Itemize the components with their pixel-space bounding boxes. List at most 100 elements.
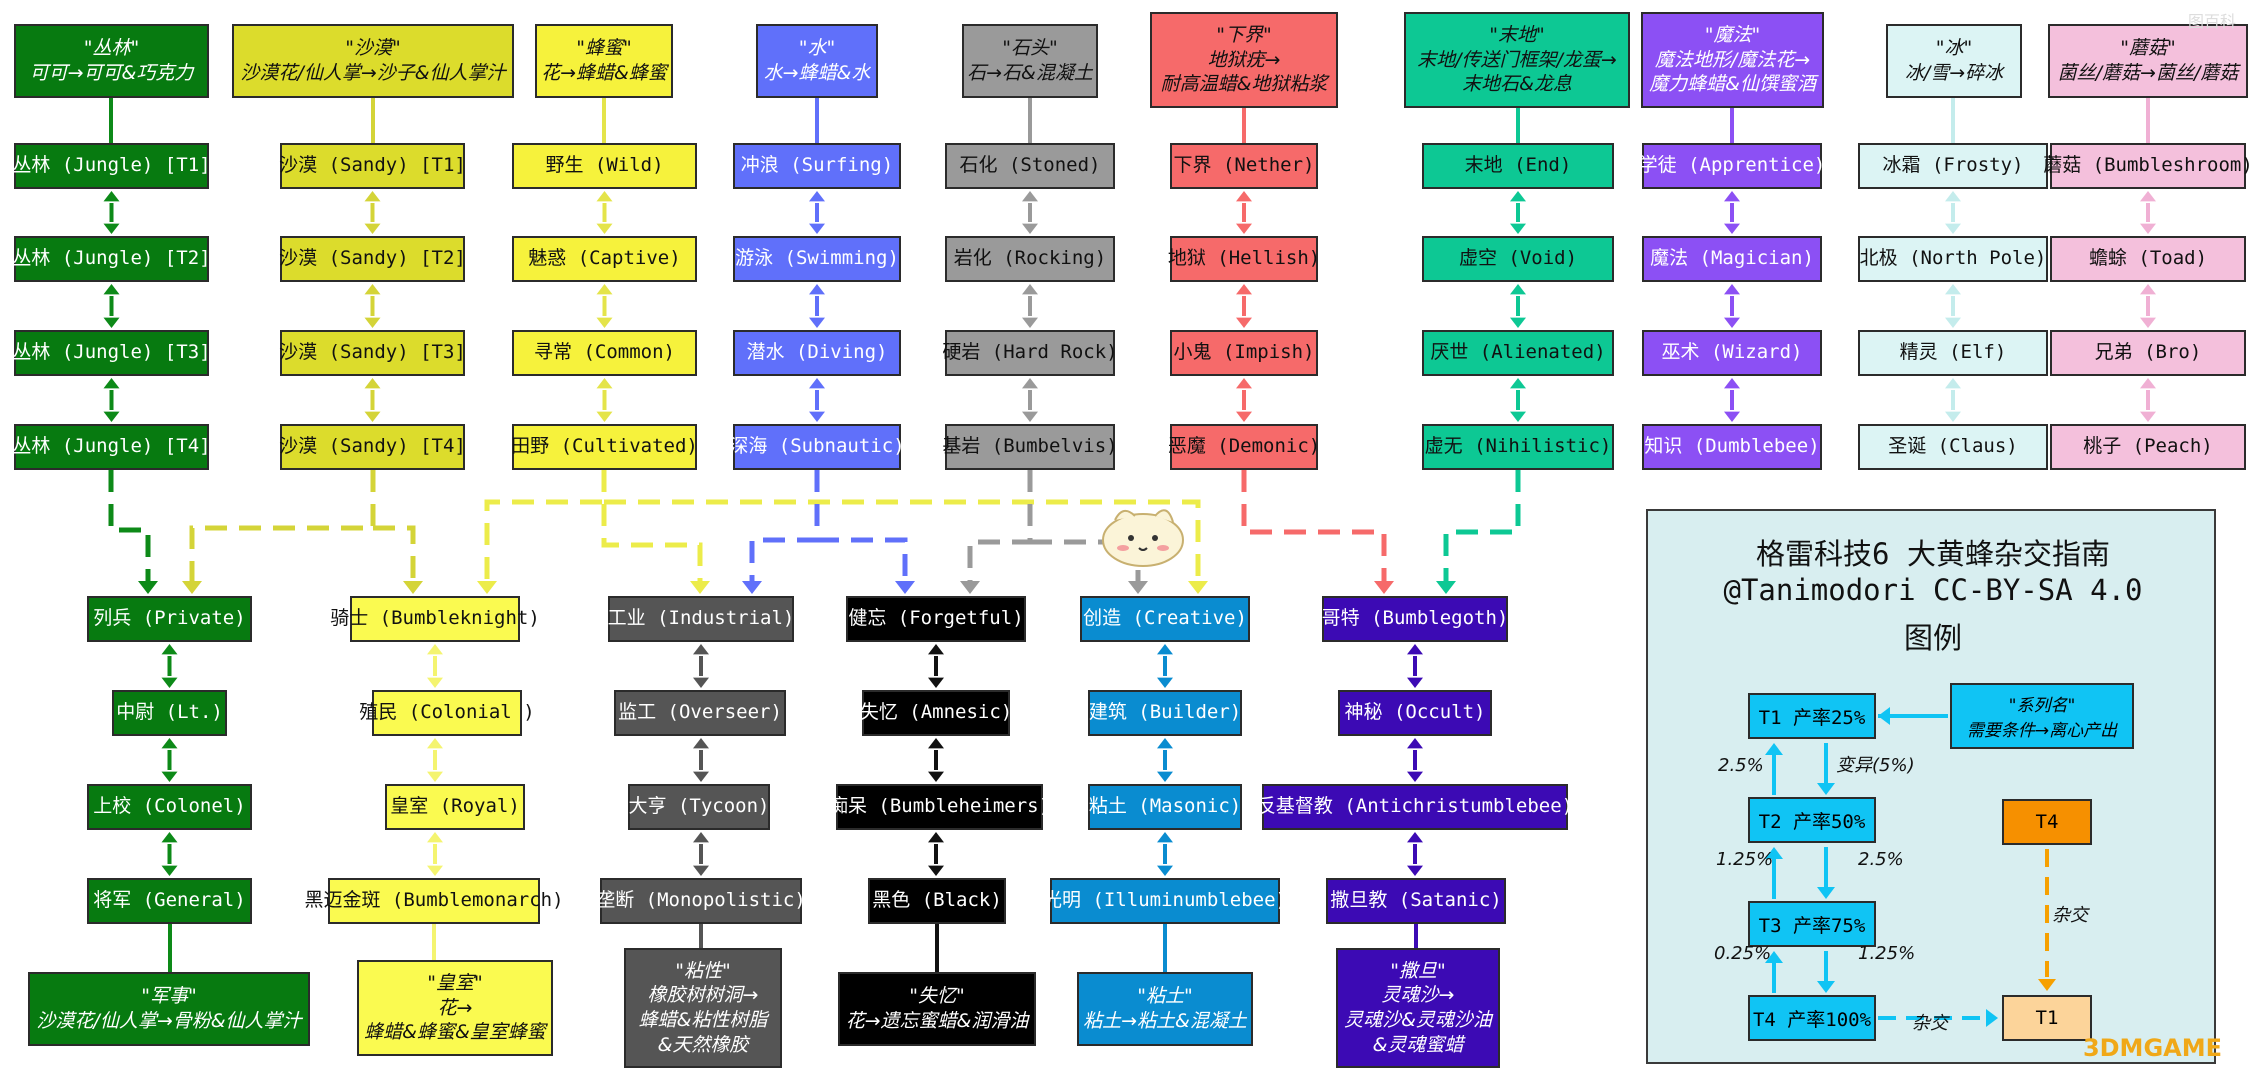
arrowhead: [1510, 317, 1526, 328]
header-f-royal: "皇室"花→蜂蜡&蜂蜜&皇室蜂蜜: [357, 960, 553, 1056]
arrowhead: [1724, 317, 1740, 328]
header-line: "下界": [1216, 23, 1272, 46]
arrowhead: [596, 223, 613, 234]
header-h-wild: "蜂蜜"花→蜂蜡&蜂蜜: [535, 24, 673, 98]
header-h-magic: "魔法"魔法地形/魔法花→魔力蜂蜡&仙馔蜜酒: [1641, 12, 1824, 108]
header-line: "粘土": [1137, 985, 1193, 1008]
header-line: 蜂蜡&蜂蜜&皇室蜂蜜: [364, 1021, 546, 1044]
arrowhead: [1724, 191, 1740, 202]
arrowhead: [809, 191, 825, 202]
node-masonic: 粘土 (Masonic): [1088, 784, 1242, 830]
header-line: 耐高温蜡&地狱粘浆: [1160, 73, 1328, 96]
cross-breed-line: [1443, 470, 1521, 587]
arrowhead: [2140, 223, 2156, 234]
arrowhead: [427, 677, 443, 688]
node-demonic: 恶魔 (Demonic): [1168, 424, 1320, 470]
arrowhead: [364, 317, 381, 328]
header-line: 蜂蜡&粘性树脂: [638, 1009, 768, 1031]
header-line: 魔力蜂蜡&仙馔蜜酒: [1649, 73, 1816, 96]
legend-example-t4: T4: [2002, 799, 2092, 845]
arrowhead: [960, 581, 980, 594]
legend-arrowhead: [1817, 887, 1835, 899]
node-colonial: 殖民 (Colonial ): [359, 690, 535, 736]
node-jungle-t2: 丛林 (Jungle) [T2]: [12, 236, 211, 282]
legend-label-up-2: 1.25%: [1716, 849, 1774, 870]
arrowhead: [364, 378, 381, 389]
cross-breed-line: [189, 470, 376, 587]
arrowhead: [161, 865, 178, 876]
arrowhead: [1157, 771, 1173, 782]
header-line: 粘土→粘土&混凝土: [1083, 1010, 1247, 1032]
node-jungle-t1: 丛林 (Jungle) [T1]: [12, 143, 211, 189]
header-line: 石→石&混凝土: [967, 62, 1093, 84]
node-subnautic: 深海 (Subnautic): [729, 424, 905, 470]
node-bro: 兄弟 (Bro): [2050, 330, 2246, 376]
arrowhead: [690, 581, 710, 594]
legend-arrowhead: [1765, 951, 1783, 963]
node-sandy-t1: 沙漠 (Sandy) [T1]: [279, 143, 466, 189]
3dmgame-watermark: 3DMGAME: [2082, 1034, 2222, 1062]
header-h-end: "末地"末地/传送门框架/龙蛋→末地石&龙息: [1404, 12, 1630, 108]
arrowhead: [809, 317, 825, 328]
legend-label-down-3: 1.25%: [1858, 943, 1916, 964]
node-claus: 圣诞 (Claus): [1858, 424, 2048, 470]
arrowhead: [427, 644, 443, 655]
node-northpole: 北极 (North Pole): [1858, 236, 2048, 282]
arrowhead: [693, 865, 709, 876]
node-stoned: 石化 (Stoned): [945, 143, 1115, 189]
header-line: 花→遗忘蜜蜡&润滑油: [845, 1010, 1029, 1032]
arrowhead: [2140, 378, 2156, 389]
arrowhead: [596, 284, 613, 295]
node-industrial: 工业 (Industrial): [608, 596, 794, 642]
legend-tier-1: T1 产率25%: [1748, 693, 1876, 739]
arrowhead: [427, 738, 443, 749]
node-occult: 神秘 (Occult): [1338, 690, 1492, 736]
arrowhead: [809, 378, 825, 389]
legend-title-line-1: 格雷科技6 大黄蜂杂交指南: [1756, 537, 2110, 571]
legend-tier-4: T4 产率100%: [1748, 995, 1876, 1041]
header-line: "粘性": [675, 959, 731, 982]
node-end: 末地 (End): [1422, 143, 1614, 189]
arrowhead: [928, 677, 944, 688]
arrowhead: [1724, 284, 1740, 295]
node-sandy-t4: 沙漠 (Sandy) [T4]: [279, 424, 466, 470]
node-jungle-t4: 丛林 (Jungle) [T4]: [12, 424, 211, 470]
arrowhead: [1407, 644, 1423, 655]
header-line: &天然橡胶: [657, 1033, 749, 1056]
arrowhead: [161, 677, 178, 688]
node-illuminumblebee: 光明 (Illuminumblebee): [1043, 878, 1287, 924]
arrowhead: [1945, 223, 1961, 234]
arrowhead: [596, 411, 613, 422]
arrowhead: [693, 677, 709, 688]
node-frosty: 冰霜 (Frosty): [1858, 143, 2048, 189]
legend-label-down-2: 2.5%: [1858, 849, 1904, 870]
header-line: "沙漠": [345, 37, 401, 60]
arrowhead: [2140, 284, 2156, 295]
arrowhead: [809, 284, 825, 295]
legend-arrows: [1765, 707, 2056, 1027]
legend-series-line: "系列名": [2008, 696, 2076, 716]
header-line: "冰": [1935, 37, 1973, 60]
node-black: 黑色 (Black): [868, 878, 1006, 924]
arrowhead: [693, 832, 709, 843]
arrowhead: [1407, 677, 1423, 688]
arrowhead: [928, 738, 944, 749]
node-wizard: 巫术 (Wizard): [1642, 330, 1822, 376]
header-line: "蜂蜜": [576, 37, 632, 60]
header-line: "水": [798, 37, 836, 60]
header-f-forgetful: "失忆"花→遗忘蜜蜡&润滑油: [838, 972, 1036, 1046]
arrowhead: [1022, 191, 1038, 202]
header-h-shroom: "蘑菇"菌丝/蘑菇→菌丝/蘑菇: [2048, 24, 2248, 98]
arrowhead: [693, 738, 709, 749]
node-royal: 皇室 (Royal): [385, 784, 525, 830]
node-private: 列兵 (Private): [87, 596, 252, 642]
arrowhead: [1407, 771, 1423, 782]
arrowhead: [427, 865, 443, 876]
node-swimming: 游泳 (Swimming): [733, 236, 901, 282]
arrowhead: [182, 581, 202, 594]
arrowhead: [693, 644, 709, 655]
header-line: 沙漠花/仙人掌→骨粉&仙人掌汁: [36, 1010, 302, 1032]
header-f-creative: "粘土"粘土→粘土&混凝土: [1077, 972, 1253, 1046]
header-line: 花→: [437, 996, 473, 1019]
arrowhead: [138, 581, 158, 594]
